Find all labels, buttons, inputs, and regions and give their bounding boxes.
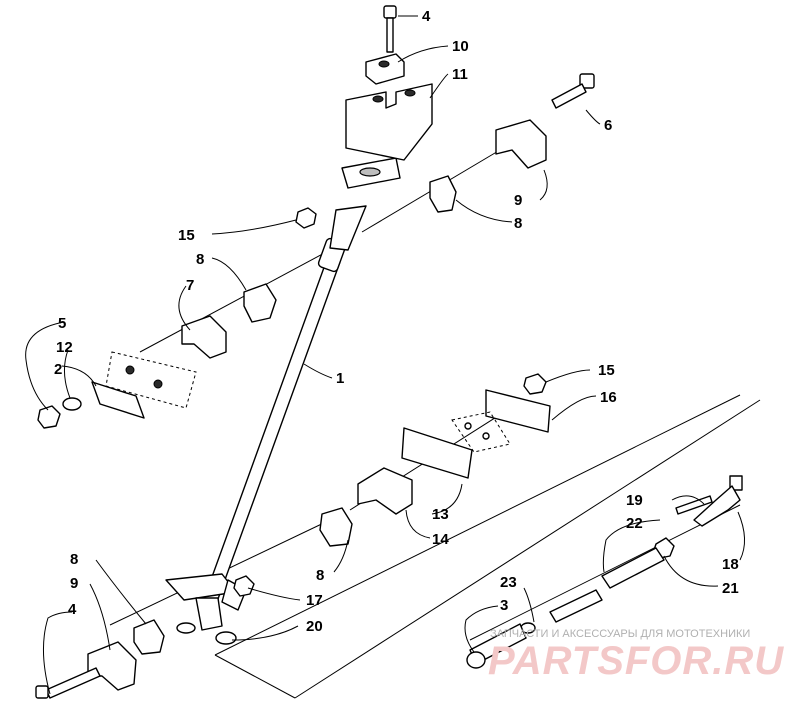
- post-nut-washer: [215, 575, 255, 645]
- callout-21: 21: [722, 580, 739, 597]
- watermark-logo: PARTSFOR.RU: [488, 639, 784, 683]
- callout-4-bottom: 4: [68, 601, 77, 618]
- callout-22: 22: [626, 515, 643, 532]
- callout-18: 18: [722, 556, 739, 573]
- upper-nut: [295, 207, 317, 229]
- callout-23: 23: [500, 574, 517, 591]
- watermark: ЗАПЧАСТИ И АКСЕССУАРЫ ДЛЯ МОТОТЕХНИКИ PA…: [488, 628, 784, 683]
- callout-7: 7: [186, 277, 194, 294]
- callout-10: 10: [452, 38, 469, 55]
- callout-12: 12: [56, 339, 73, 356]
- callout-3: 3: [500, 597, 508, 614]
- tie-rod-assembly: [466, 475, 743, 669]
- callout-15-top: 15: [178, 227, 195, 244]
- upper-clamp-assembly: [345, 5, 433, 161]
- left-bushing-assembly: [181, 283, 277, 359]
- callout-20: 20: [306, 618, 323, 635]
- callout-4-top: 4: [422, 8, 431, 25]
- leader-lines: [25, 15, 745, 695]
- callout-9-bottom: 9: [70, 575, 78, 592]
- callout-8-bottom: 8: [70, 551, 78, 568]
- callout-8-low: 8: [316, 567, 324, 584]
- upper-right-bushing: [429, 73, 595, 213]
- callout-8-mid: 8: [196, 251, 204, 268]
- callout-19: 19: [626, 492, 643, 509]
- callout-11: 11: [452, 66, 468, 83]
- callout-16: 16: [600, 389, 617, 406]
- watermark-caption: ЗАПЧАСТИ И АКСЕССУАРЫ ДЛЯ МОТОТЕХНИКИ: [490, 628, 750, 640]
- callout-14: 14: [432, 531, 449, 548]
- callout-9-top: 9: [514, 192, 522, 209]
- lower-right-plate-assembly: [319, 373, 551, 547]
- callout-2: 2: [54, 361, 62, 378]
- callout-1: 1: [336, 370, 344, 387]
- callout-13: 13: [432, 506, 449, 523]
- callout-5: 5: [58, 315, 66, 332]
- lower-left-bushing-assembly: [35, 619, 165, 699]
- callout-8-top: 8: [514, 215, 522, 232]
- callout-6: 6: [604, 117, 612, 134]
- callout-labels: 4 10 11 6 9 8 15 8 7 5 12 2 1 15 16 13 1…: [54, 8, 739, 635]
- callout-15-right: 15: [598, 362, 615, 379]
- left-bracket-assembly: [37, 351, 197, 429]
- callout-17: 17: [306, 592, 323, 609]
- steering-post: [165, 157, 401, 634]
